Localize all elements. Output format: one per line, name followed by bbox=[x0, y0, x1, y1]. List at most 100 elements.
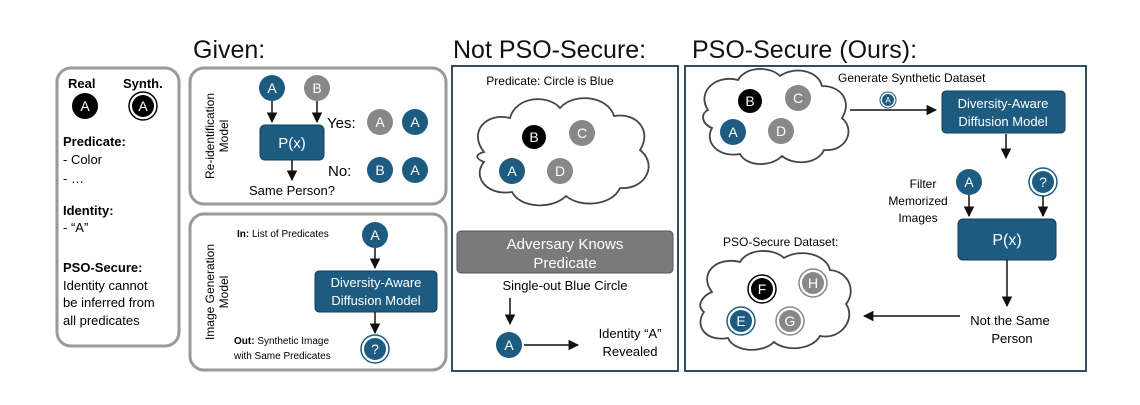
svg-text:Diffusion Model: Diffusion Model bbox=[958, 114, 1047, 129]
secure-dataset-title: PSO-Secure Dataset: bbox=[723, 235, 838, 249]
imagegen-input-node: A bbox=[362, 222, 388, 248]
secure-source-cloud bbox=[702, 68, 850, 165]
secure-panel: Generate Synthetic Dataset B C A D A Div… bbox=[684, 65, 1087, 372]
svg-text:A: A bbox=[80, 98, 90, 114]
imagegen-panel: Image Generation Model In: List of Predi… bbox=[188, 212, 448, 372]
heading-not-secure: Not PSO-Secure: bbox=[453, 36, 646, 64]
reid-panel: Re-identification Model A B P(x) Same Pe… bbox=[188, 66, 448, 206]
result-line-1: Not the Same bbox=[970, 313, 1050, 328]
svg-text:?: ? bbox=[1039, 174, 1047, 190]
legend-identity-value: - “A” bbox=[63, 220, 88, 235]
not-secure-node-b: B bbox=[522, 125, 546, 149]
secure-source-node-d: D bbox=[768, 118, 794, 144]
not-secure-node-d: D bbox=[547, 158, 573, 184]
not-secure-cloud bbox=[476, 97, 650, 207]
svg-text:P(x): P(x) bbox=[992, 232, 1021, 249]
secure-small-node: A bbox=[879, 91, 897, 109]
svg-text:Diversity-Aware: Diversity-Aware bbox=[331, 275, 422, 290]
svg-text:A: A bbox=[267, 80, 277, 96]
reid-yes-node-2: A bbox=[402, 109, 428, 135]
legend-synth-node: A bbox=[128, 91, 158, 121]
not-secure-panel: Predicate: Circle is Blue B C A D Advers… bbox=[451, 65, 679, 372]
svg-text:Adversary Knows: Adversary Knows bbox=[507, 236, 624, 253]
legend-synth-label: Synth. bbox=[123, 76, 163, 91]
reid-output: Same Person? bbox=[249, 183, 335, 198]
filter-line-3: Images bbox=[898, 211, 937, 225]
reid-input-b: B bbox=[304, 75, 330, 101]
secure-dataset-cloud bbox=[699, 250, 852, 351]
adversary-banner: Adversary Knows Predicate bbox=[456, 230, 674, 274]
secure-generate-label: Generate Synthetic Dataset bbox=[838, 71, 986, 85]
svg-text:P(x): P(x) bbox=[278, 135, 306, 152]
secure-model-box: P(x) bbox=[957, 218, 1057, 261]
svg-text:H: H bbox=[808, 275, 818, 291]
legend-pso-line-1: Identity cannot bbox=[63, 278, 148, 293]
imagegen-out-text-1: Out: Synthetic Image bbox=[234, 336, 329, 347]
svg-text:A: A bbox=[504, 337, 514, 353]
reid-side-label-1: Re-identification bbox=[203, 93, 217, 179]
filter-line-2: Memorized bbox=[888, 194, 947, 208]
svg-text:B: B bbox=[375, 162, 384, 178]
legend-pso-line-3: all predicates bbox=[63, 313, 140, 328]
filter-line-1: Filter bbox=[910, 177, 937, 191]
secure-diffusion-box: Diversity-Aware Diffusion Model bbox=[941, 90, 1066, 134]
reid-no-label: No: bbox=[328, 163, 351, 180]
imagegen-in-text: In: List of Predicates bbox=[237, 229, 329, 240]
svg-text:A: A bbox=[410, 114, 420, 130]
legend-pso-title: PSO-Secure: bbox=[63, 260, 142, 275]
result-line-2: Person bbox=[991, 331, 1032, 346]
not-secure-node-a: A bbox=[499, 158, 525, 184]
heading-given: Given: bbox=[193, 36, 265, 64]
svg-text:Diffusion Model: Diffusion Model bbox=[331, 293, 420, 308]
not-secure-predicate: Predicate: Circle is Blue bbox=[486, 74, 614, 88]
secure-source-node-c: C bbox=[785, 85, 811, 111]
secure-compare-node-q: ? bbox=[1028, 167, 1058, 197]
secure-dataset-node-f: F bbox=[747, 274, 777, 304]
reid-yes-label: Yes: bbox=[327, 115, 356, 132]
reid-input-a: A bbox=[259, 75, 285, 101]
svg-text:G: G bbox=[785, 313, 796, 329]
svg-text:A: A bbox=[370, 227, 380, 243]
reid-no-node-1: B bbox=[367, 157, 393, 183]
not-secure-node-c: C bbox=[569, 120, 595, 146]
svg-text:A: A bbox=[885, 96, 891, 105]
legend-pso-line-2: be inferred from bbox=[63, 295, 155, 310]
svg-text:F: F bbox=[758, 281, 767, 297]
svg-text:E: E bbox=[736, 313, 745, 329]
legend-real-node: A bbox=[72, 93, 98, 119]
secure-dataset-node-g: G bbox=[775, 306, 805, 336]
heading-secure: PSO-Secure (Ours): bbox=[692, 36, 917, 64]
svg-text:B: B bbox=[529, 129, 538, 145]
legend-identity-title: Identity: bbox=[63, 203, 114, 218]
imagegen-side-label-2: Model bbox=[217, 276, 231, 309]
svg-text:?: ? bbox=[371, 341, 379, 357]
secure-compare-node-a: A bbox=[956, 169, 982, 195]
imagegen-side-label-1: Image Generation bbox=[203, 244, 217, 340]
svg-text:C: C bbox=[793, 90, 803, 106]
svg-text:A: A bbox=[410, 162, 420, 178]
secure-dataset-node-h: H bbox=[798, 268, 828, 298]
legend-real-label: Real bbox=[68, 76, 95, 91]
legend-predicate-item-1: - Color bbox=[63, 152, 103, 167]
single-out-label: Single-out Blue Circle bbox=[502, 278, 627, 293]
imagegen-out-text-2: with Same Predicates bbox=[233, 351, 331, 362]
svg-text:C: C bbox=[577, 125, 587, 141]
legend-predicate-item-2: - … bbox=[63, 171, 84, 186]
imagegen-output-node: ? bbox=[360, 334, 390, 364]
svg-text:D: D bbox=[776, 123, 786, 139]
svg-text:A: A bbox=[507, 163, 517, 179]
svg-text:B: B bbox=[745, 93, 754, 109]
svg-text:B: B bbox=[312, 80, 321, 96]
svg-text:A: A bbox=[964, 174, 974, 190]
svg-text:A: A bbox=[375, 114, 385, 130]
svg-text:Diversity-Aware: Diversity-Aware bbox=[958, 96, 1049, 111]
reid-no-node-2: A bbox=[402, 157, 428, 183]
legend-panel: Real Synth. A A Predicate: - Color - … I… bbox=[55, 66, 181, 348]
not-secure-revealed-node: A bbox=[496, 332, 522, 358]
revealed-line-1: Identity “A” bbox=[599, 326, 662, 341]
legend-predicate-title: Predicate: bbox=[63, 134, 126, 149]
svg-text:Predicate: Predicate bbox=[533, 255, 596, 272]
imagegen-model-box: Diversity-Aware Diffusion Model bbox=[314, 270, 438, 313]
revealed-line-2: Revealed bbox=[603, 344, 658, 359]
